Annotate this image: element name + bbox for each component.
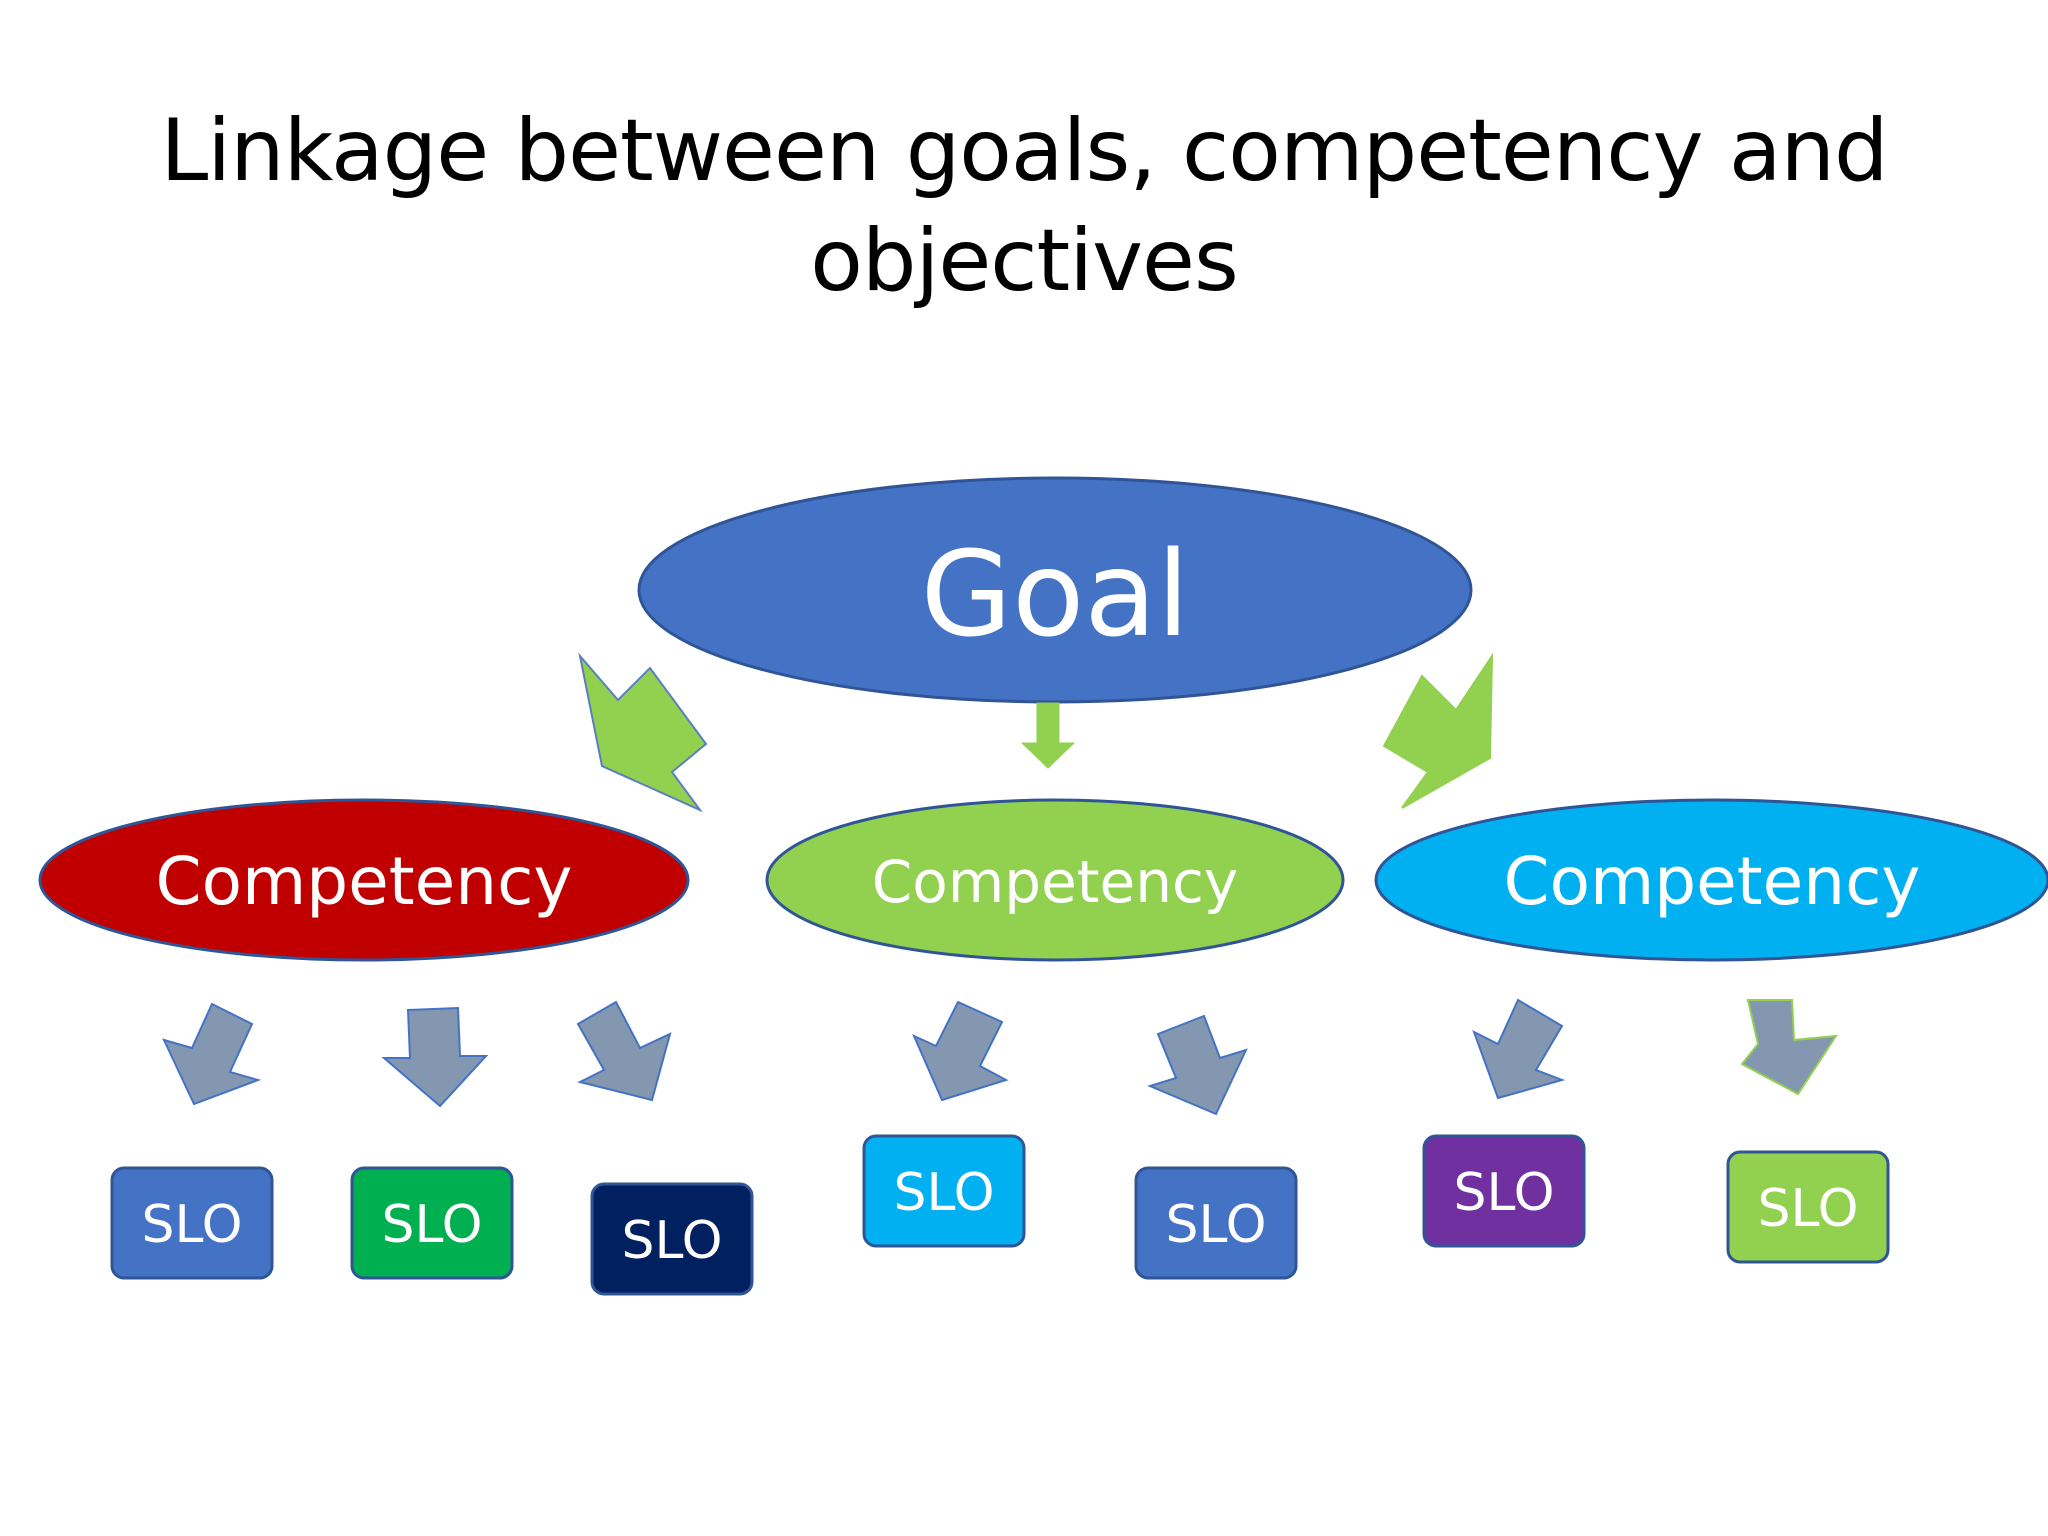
goal-arrow-right [1382, 652, 1494, 809]
competency-ellipse-3 [1374, 798, 2048, 962]
slo-rect-7 [1726, 1150, 1890, 1264]
slide-title: Linkage between goals, competency and ob… [0, 96, 2048, 316]
slo-arrows [162, 998, 1838, 1116]
slo-box-6: SLO [1422, 1134, 1586, 1248]
competency-label-1: Competency [156, 843, 573, 920]
title-line-1: Linkage between goals, competency and [160, 101, 1888, 201]
slo-arrow-7 [1740, 999, 1838, 1096]
slo-label-2: SLO [381, 1195, 482, 1255]
slo-rect-2 [350, 1166, 514, 1280]
slo-box-1: SLO [110, 1166, 274, 1280]
slo-label-7: SLO [1757, 1179, 1858, 1239]
slo-box-7: SLO [1726, 1150, 1890, 1264]
goal-label: Goal [921, 525, 1190, 663]
slo-box-2: SLO [350, 1166, 514, 1280]
competency-node-3: Competency [1374, 798, 2048, 962]
goal-arrow-center [1020, 702, 1076, 769]
competency-label-3: Competency [1504, 843, 1921, 920]
slo-rect-3 [590, 1182, 754, 1296]
slo-rect-1 [110, 1166, 274, 1280]
competency-node-1: Competency [38, 798, 690, 962]
slo-arrow-1 [162, 1002, 262, 1106]
slo-label-5: SLO [1165, 1195, 1266, 1255]
slo-arrow-4 [912, 1000, 1009, 1102]
competency-ellipse-2 [765, 798, 1345, 962]
goal-arrow-left [578, 652, 708, 813]
goal-node: Goal [637, 476, 1473, 704]
slo-label-6: SLO [1453, 1163, 1554, 1223]
goal-ellipse [637, 476, 1473, 704]
slo-arrow-3 [576, 1000, 672, 1102]
slo-label-1: SLO [141, 1195, 242, 1255]
slo-arrow-6 [1472, 998, 1566, 1100]
slo-label-4: SLO [893, 1163, 994, 1223]
competency-ellipse-1 [38, 798, 690, 962]
slo-rect-6 [1422, 1134, 1586, 1248]
slo-box-5: SLO [1134, 1166, 1298, 1280]
goal-arrows [578, 652, 1494, 813]
slo-rect-4 [862, 1134, 1026, 1248]
competency-node-2: Competency [765, 798, 1345, 962]
slo-box-4: SLO [862, 1134, 1026, 1248]
slo-arrow-5 [1147, 1014, 1248, 1116]
slo-box-3: SLO [590, 1182, 754, 1296]
slo-arrow-2 [381, 1006, 489, 1108]
competency-label-2: Competency [872, 848, 1238, 916]
slo-label-3: SLO [621, 1211, 722, 1271]
slo-rect-5 [1134, 1166, 1298, 1280]
title-line-2: objectives [810, 211, 1239, 311]
